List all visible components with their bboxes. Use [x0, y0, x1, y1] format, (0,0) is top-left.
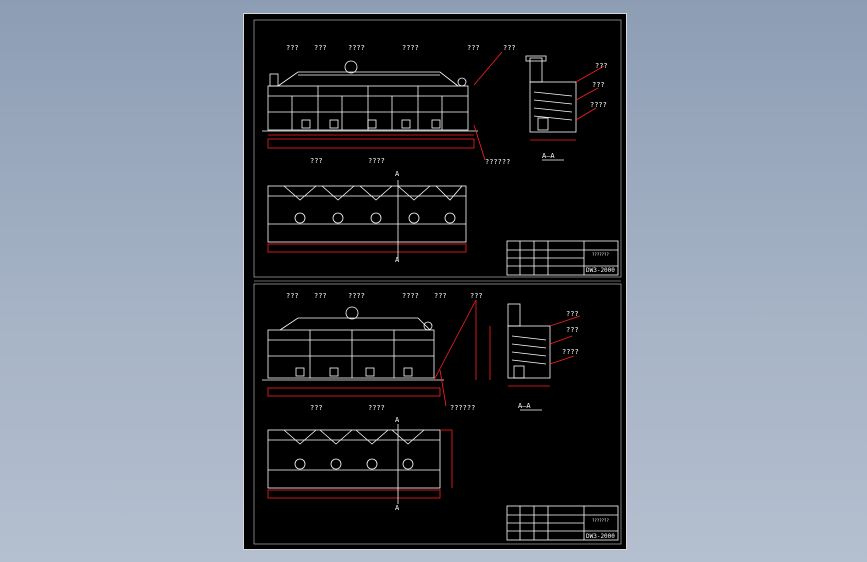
- callout-label: ???: [595, 62, 608, 70]
- title-name: ???????: [592, 252, 609, 257]
- upper-frame: [253, 19, 622, 278]
- upper-labels: ??? ??? ???? ???? ??? ??? ??? ??? ???? ?…: [286, 44, 615, 274]
- callout-label: ???: [314, 292, 327, 300]
- view-mark: A: [395, 416, 400, 424]
- elevation-view-lower: [262, 299, 477, 407]
- callout-label: ???: [467, 44, 480, 52]
- section-view: [525, 55, 605, 161]
- title-code: DW3-2000: [586, 267, 615, 274]
- callout-label: ??????: [485, 158, 510, 166]
- lower-sheet: [262, 299, 619, 541]
- section-label: A—A: [518, 402, 531, 410]
- view-mark: A: [395, 170, 400, 178]
- view-mark: A: [395, 504, 400, 512]
- callout-label: ???: [286, 44, 299, 52]
- drawing-sheet: [243, 13, 627, 550]
- callout-label: ????: [402, 44, 419, 52]
- callout-label: ???: [314, 44, 327, 52]
- view-mark: A: [395, 256, 400, 264]
- callout-label: ????: [348, 44, 365, 52]
- plan-view-lower: [267, 424, 453, 504]
- upper-sheet: [262, 51, 619, 276]
- upper-title-block: [506, 240, 619, 276]
- callout-label: ????: [368, 157, 385, 165]
- callout-label: ???: [566, 326, 579, 334]
- callout-label: ????: [348, 292, 365, 300]
- callout-label: ????: [590, 101, 607, 109]
- callout-label: ???: [286, 292, 299, 300]
- callout-label: ???: [310, 157, 323, 165]
- title-name: ???????: [592, 518, 609, 523]
- title-code: DW3-2000: [586, 533, 615, 540]
- callout-label: ????: [562, 348, 579, 356]
- callout-label: ???: [470, 292, 483, 300]
- section-view-lower: [489, 303, 581, 411]
- plan-view: [267, 180, 467, 260]
- callout-label: ???: [310, 404, 323, 412]
- callout-label: ???: [592, 81, 605, 89]
- callout-label: ??????: [450, 404, 475, 412]
- lower-frame: [253, 283, 622, 545]
- callout-label: ????: [402, 292, 419, 300]
- section-label: A—A: [542, 152, 555, 160]
- callout-label: ???: [566, 310, 579, 318]
- elevation-view: [262, 51, 503, 161]
- callout-label: ???: [434, 292, 447, 300]
- callout-label: ????: [368, 404, 385, 412]
- lower-title-block: [506, 505, 619, 541]
- callout-label: ???: [503, 44, 516, 52]
- lower-labels: ??? ??? ???? ???? ??? ??? ??? ??? ???? ?…: [286, 292, 615, 540]
